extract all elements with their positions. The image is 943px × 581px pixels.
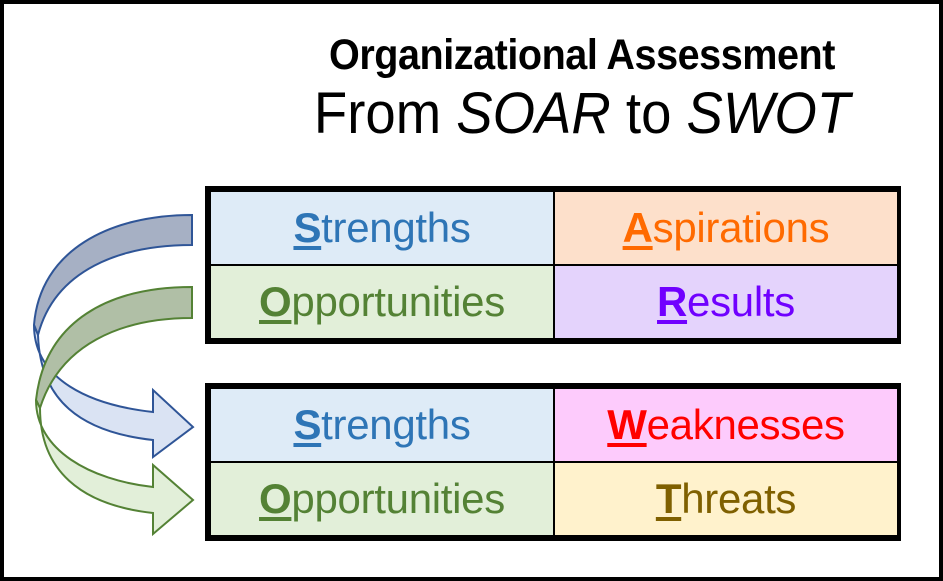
cell-rest: spirations xyxy=(652,204,830,251)
subheading-prefix: From xyxy=(313,81,457,146)
cell-initial: S xyxy=(293,401,322,448)
cell-initial: R xyxy=(657,278,688,325)
cell-rest: trengths xyxy=(321,401,471,448)
subheading-from-framework: SOAR xyxy=(456,81,611,146)
cell-initial: T xyxy=(655,475,682,522)
cell-rest: esults xyxy=(687,278,795,325)
cell-rest: trengths xyxy=(321,204,471,251)
cell-rest: pportunities xyxy=(291,278,505,325)
subheading-to-framework: SWOT xyxy=(686,81,851,146)
cell-initial: O xyxy=(259,278,292,325)
diagram-title: Organizational Assessment From SOAR to S… xyxy=(200,30,936,146)
title-heading: Organizational Assessment xyxy=(329,31,835,79)
cell-rest: pportunities xyxy=(291,475,505,522)
opportunities-carryover-arrow xyxy=(34,285,195,537)
strengths-carryover-arrow xyxy=(32,213,195,459)
cell-rest: hreats xyxy=(681,475,797,522)
cell-rest: eaknesses xyxy=(646,401,845,448)
cell-initial: O xyxy=(259,475,292,522)
title-subheading: From SOAR to SWOT xyxy=(249,82,915,146)
cell-initial: W xyxy=(607,401,647,448)
cell-initial: S xyxy=(293,204,322,251)
subheading-connector: to xyxy=(610,81,687,146)
green-arrow-front-segment xyxy=(35,399,195,537)
cell-initial: A xyxy=(622,204,653,251)
